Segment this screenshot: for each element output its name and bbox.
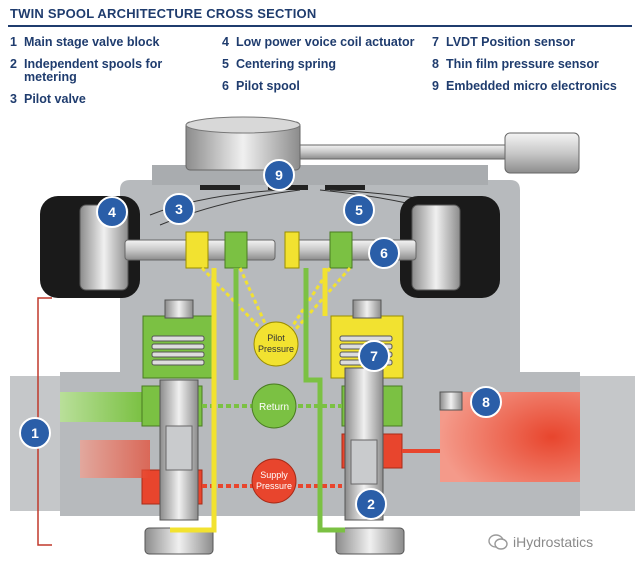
- svg-text:8: 8: [482, 394, 490, 410]
- legend-column-1: 1 Main stage valve block 2 Independent s…: [10, 36, 184, 115]
- legend-number: 5: [222, 57, 229, 71]
- legend-label: Main stage valve block: [24, 35, 160, 49]
- legend-number: 1: [10, 35, 17, 49]
- legend-column-3: 7 LVDT Position sensor 8 Thin film press…: [432, 36, 640, 102]
- legend-number: 2: [10, 57, 17, 71]
- right-supply-port: [440, 392, 580, 482]
- svg-text:2: 2: [367, 496, 375, 512]
- svg-text:9: 9: [275, 167, 283, 183]
- watermark-text: iHydrostatics: [513, 534, 594, 550]
- svg-text:6: 6: [380, 245, 388, 261]
- callout-9: 9: [263, 159, 295, 191]
- legend-label: Low power voice coil actuator: [236, 35, 415, 49]
- left-pilot-land: [185, 231, 209, 269]
- connector-arm: [299, 144, 511, 160]
- svg-text:5: 5: [355, 202, 363, 218]
- right-pilot-land-green: [329, 231, 353, 269]
- legend-item: 6 Pilot spool: [222, 80, 436, 93]
- legend-column-2: 4 Low power voice coil actuator 5 Center…: [222, 36, 436, 102]
- title-divider: [8, 25, 632, 27]
- legend-label: Independent spools for metering: [24, 57, 163, 84]
- page-title: TWIN SPOOL ARCHITECTURE CROSS SECTION: [10, 6, 317, 21]
- legend-item: 9 Embedded micro electronics: [432, 80, 640, 93]
- cap-top: [185, 116, 301, 134]
- legend-item: 2 Independent spools for metering: [10, 58, 184, 84]
- svg-text:1: 1: [31, 425, 39, 441]
- legend-label: Centering spring: [236, 57, 337, 71]
- svg-text:7: 7: [370, 348, 378, 364]
- legend-number: 8: [432, 57, 439, 71]
- right-spool-neck: [350, 439, 378, 485]
- wechat-icon: [488, 534, 508, 550]
- left-supply-port: [80, 440, 150, 478]
- svg-text:4: 4: [108, 204, 116, 220]
- pilot-pressure-label-line2: Pressure: [258, 344, 294, 354]
- legend-label: LVDT Position sensor: [446, 35, 575, 49]
- supply-pressure-label-line1: Supply: [260, 470, 288, 480]
- callout-3: 3: [163, 193, 195, 225]
- supply-pressure-bubble: Supply Pressure: [251, 458, 297, 504]
- callout-7: 7: [358, 340, 390, 372]
- left-centering-spring: [151, 335, 205, 366]
- watermark: iHydrostatics: [488, 534, 593, 550]
- legend-number: 6: [222, 79, 229, 93]
- right-coil-core: [411, 204, 461, 291]
- legend-number: 3: [10, 92, 17, 106]
- right-pilot-land: [284, 231, 300, 269]
- pilot-pressure-bubble: Pilot Pressure: [253, 321, 299, 367]
- left-pilot-land-green: [224, 231, 248, 269]
- legend-label: Embedded micro electronics: [446, 79, 617, 93]
- signal-wires: [149, 189, 491, 226]
- legend-number: 9: [432, 79, 439, 93]
- callout-5: 5: [343, 194, 375, 226]
- supply-pressure-label-line2: Pressure: [256, 481, 292, 491]
- legend-item: 8 Thin film pressure sensor: [432, 58, 640, 71]
- microelectronics-chip: [325, 185, 365, 190]
- right-return-line: [303, 268, 345, 533]
- legend-number: 4: [222, 35, 229, 49]
- pilot-pressure-feed: [200, 266, 352, 332]
- svg-text:3: 3: [175, 201, 183, 217]
- callout-1: 1: [19, 417, 51, 449]
- left-spool-neck: [165, 425, 193, 471]
- legend-label: Thin film pressure sensor: [446, 57, 599, 71]
- microelectronics-chip: [200, 185, 240, 190]
- callout-6: 6: [368, 237, 400, 269]
- pilot-pressure-label-line1: Pilot: [267, 333, 285, 343]
- left-return-port: [60, 392, 142, 422]
- callout-2: 2: [355, 488, 387, 520]
- right-spring-cap: [352, 299, 382, 319]
- legend-item: 1 Main stage valve block: [10, 36, 184, 49]
- callout-4: 4: [96, 196, 128, 228]
- legend-item: 4 Low power voice coil actuator: [222, 36, 436, 49]
- right-end-cap: [335, 527, 405, 555]
- legend-label: Pilot spool: [236, 79, 300, 93]
- connector-plug: [504, 132, 580, 174]
- return-label: Return: [259, 402, 289, 413]
- legend-item: 3 Pilot valve: [10, 93, 184, 106]
- legend-label: Pilot valve: [24, 92, 86, 106]
- legend-item: 7 LVDT Position sensor: [432, 36, 640, 49]
- return-bubble: Return: [251, 383, 297, 429]
- legend-item: 5 Centering spring: [222, 58, 436, 71]
- legend-number: 7: [432, 35, 439, 49]
- left-pilot-line: [170, 268, 217, 533]
- callout-8: 8: [470, 386, 502, 418]
- left-spring-cap: [164, 299, 194, 319]
- pressure-sensor-body: [439, 391, 463, 411]
